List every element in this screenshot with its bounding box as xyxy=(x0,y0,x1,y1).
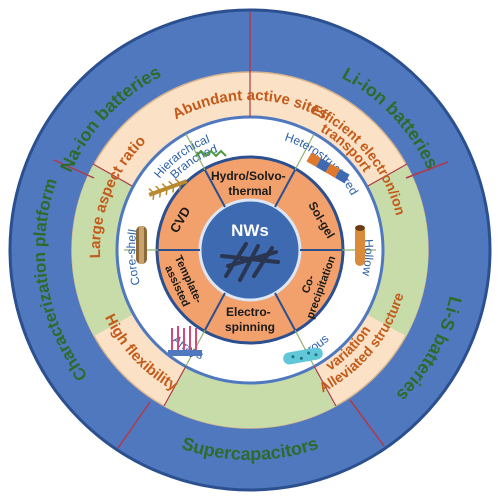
outer-dividers xyxy=(53,12,449,449)
middle-dividers xyxy=(92,72,408,407)
arrays-nanowire-icon xyxy=(168,326,202,356)
label-hydro-solvo-thermal: Hydro/Solvo- thermal xyxy=(211,169,289,198)
heterostructured-nanowire-icon xyxy=(306,152,350,184)
label-electro-spinning: Electro- spinning xyxy=(225,305,275,334)
hollow-nanowire-icon xyxy=(355,225,365,266)
center-label: NWs xyxy=(231,221,269,240)
zigzag-nanowire-icon xyxy=(195,149,227,158)
core-dividers xyxy=(158,169,342,331)
nanowires-icon xyxy=(220,242,280,282)
center-circle xyxy=(198,198,302,302)
core-shell-nanowire-icon xyxy=(136,226,147,264)
porous-nanowire-icon xyxy=(283,347,323,365)
branched-nanowire-icon xyxy=(148,178,188,200)
